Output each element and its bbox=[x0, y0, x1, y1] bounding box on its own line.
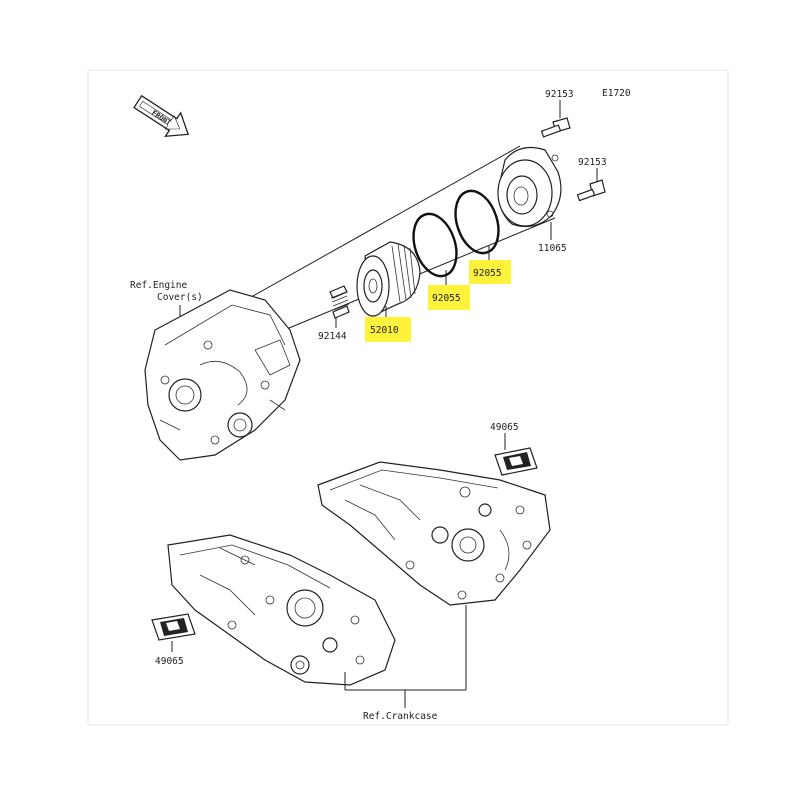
label-ref-engine-line1: Ref.Engine bbox=[130, 280, 187, 291]
bolt-top bbox=[540, 117, 571, 138]
label-plate-right-number: 49065 bbox=[490, 422, 519, 433]
highlight-filter bbox=[365, 317, 411, 342]
label-ref-crankcase: Ref.Crankcase bbox=[363, 711, 438, 722]
label-bolt-right: 92153 bbox=[578, 157, 607, 168]
label-plate-left bbox=[151, 613, 196, 641]
o-ring-outer bbox=[454, 189, 500, 255]
engine-cover bbox=[144, 289, 301, 461]
label-bolt-top: 92153 bbox=[545, 89, 574, 100]
spring bbox=[329, 285, 350, 319]
filter-cover bbox=[497, 147, 562, 228]
assembly-axis-line bbox=[227, 145, 521, 311]
label-o-ring-outer: 92055 bbox=[473, 268, 502, 279]
label-plate-right bbox=[494, 447, 538, 476]
label-o-ring-inner: 92055 bbox=[432, 293, 461, 304]
oil-filter bbox=[356, 241, 421, 317]
diagram-code: E1720 bbox=[602, 88, 631, 99]
label-cover: 11065 bbox=[538, 243, 567, 254]
crankcase-left bbox=[167, 534, 396, 686]
label-plate-left-number: 49065 bbox=[155, 656, 184, 667]
crankcase-right bbox=[317, 461, 551, 606]
highlight-o-ring-outer bbox=[469, 260, 511, 284]
label-spring: 92144 bbox=[318, 331, 347, 342]
highlight-o-ring-inner bbox=[428, 285, 470, 310]
bolt-right bbox=[576, 179, 606, 202]
label-ref-engine-line2: Cover(s) bbox=[157, 292, 203, 303]
label-filter: 52010 bbox=[370, 325, 399, 336]
o-ring-inner bbox=[412, 212, 458, 278]
